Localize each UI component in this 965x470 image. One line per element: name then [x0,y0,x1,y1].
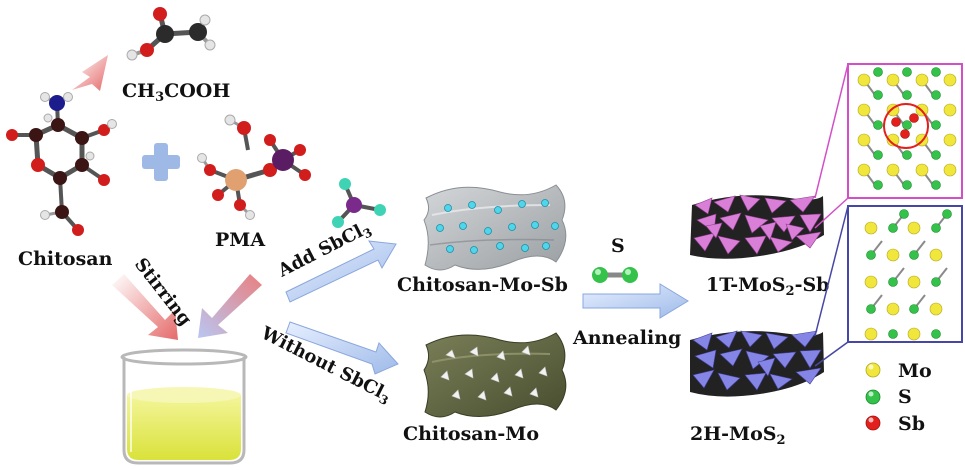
1t-structure-panel [847,63,963,199]
mos2-1t-sb-label: 1T-MoS2-Sb [706,274,829,299]
beaker [120,348,248,465]
sbcl3-molecule [332,178,386,228]
sulfur-label: S [611,235,625,257]
mo-atom-icon [865,362,881,378]
stirring-arrow-right [198,274,262,338]
legend-label-mo: Mo [898,360,932,382]
pma-molecule [197,114,311,220]
mos2-1t-sb-flakes [690,194,824,259]
chitosan-mo-label: Chitosan-Mo [403,423,539,445]
sb-atom-icon [865,415,881,431]
legend-item-s: S [865,386,912,408]
s-atom-icon [865,389,881,405]
plus-icon [142,143,180,181]
chitosan-label: Chitosan [18,248,113,270]
chitosan-mo-sheet [423,332,567,418]
acid-arrow [72,55,108,91]
stirring-arrow-left [112,274,178,340]
2h-structure-panel [847,205,963,343]
annealing-arrow [582,283,689,319]
chitosan-mo-sb-sheet [423,184,567,271]
mos2-2h-flakes [690,330,824,397]
chitosan-molecule [6,92,117,236]
legend-label-sb: Sb [898,413,925,435]
legend-item-mo: Mo [865,360,932,382]
pma-label: PMA [215,229,265,251]
mos2-2h-label: 2H-MoS2 [690,423,786,448]
acetic-acid-label: CH3COOH [122,80,230,105]
annealing-label: Annealing [572,327,681,349]
legend-item-sb: Sb [865,413,925,435]
atom-legend: Mo S Sb [865,360,932,435]
acetic-acid-molecule [126,7,216,61]
add-sbcl3-arrow [285,240,397,303]
without-sbcl3-arrow [285,321,399,375]
sb-site-ring [883,103,929,149]
chitosan-mo-sb-label: Chitosan-Mo-Sb [397,274,568,296]
sulfur-molecule [592,267,638,283]
legend-label-s: S [898,386,912,408]
